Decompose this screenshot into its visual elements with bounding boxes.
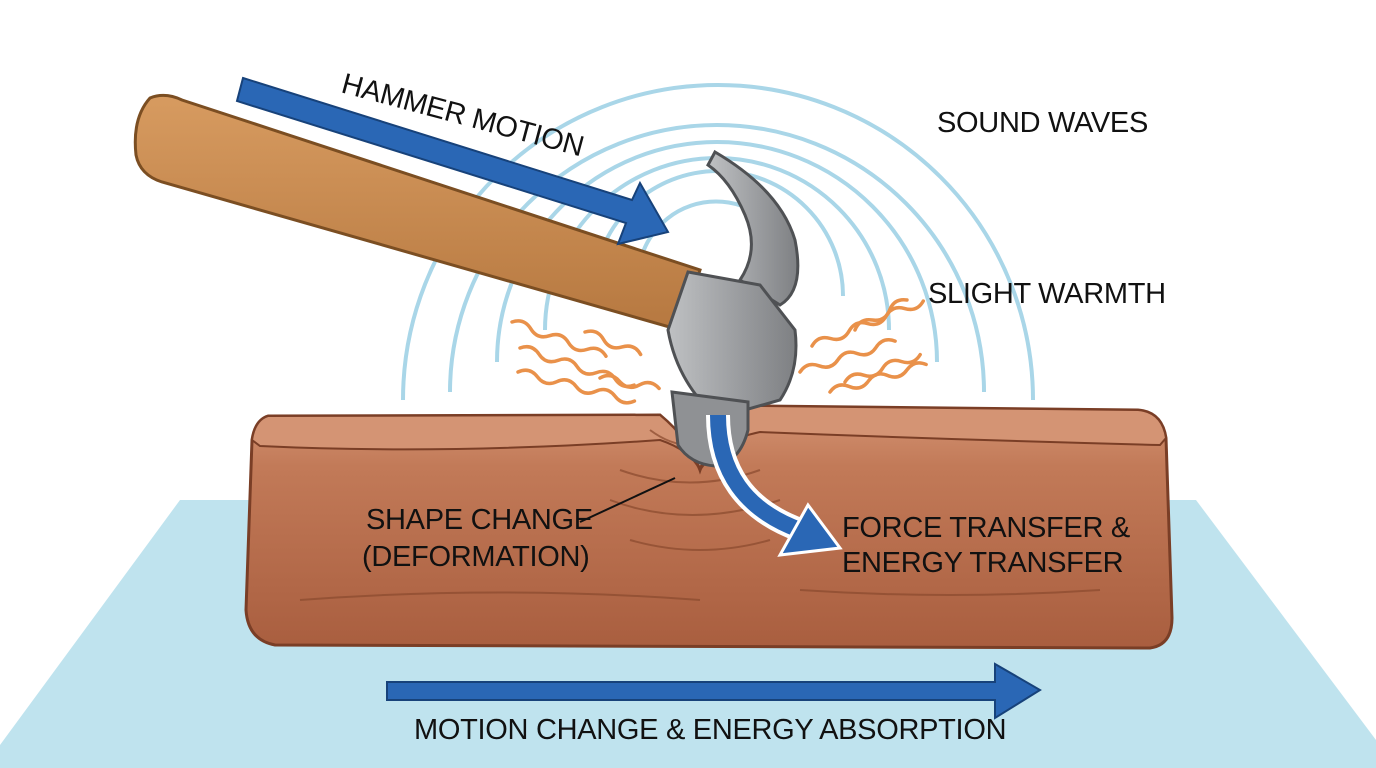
warmth-squiggles-right [798,297,928,394]
motion-change-arrow [386,662,1042,720]
label-force-transfer-line1: FORCE TRANSFER & [842,512,1130,544]
hammer-motion-arrow [235,76,670,246]
shape-change-leader-line [579,477,676,523]
label-shape-change-line1: SHAPE CHANGE [366,504,593,536]
label-sound-waves: SOUND WAVES [937,107,1148,139]
hammer-handle [133,93,702,332]
label-force-transfer-line2: ENERGY TRANSFER [842,547,1123,579]
label-motion-change: MOTION CHANGE & ENERGY ABSORPTION [414,714,1006,746]
label-slight-warmth: SLIGHT WARMTH [928,278,1166,310]
label-shape-change-line2: (DEFORMATION) [362,541,590,573]
force-transfer-arrow [706,414,843,557]
wood-block [244,404,1174,650]
warmth-squiggles-left [510,319,661,405]
